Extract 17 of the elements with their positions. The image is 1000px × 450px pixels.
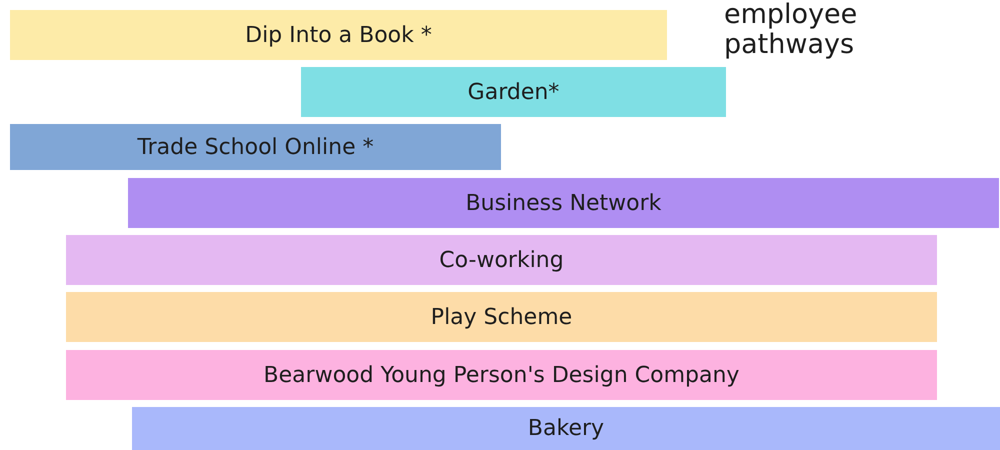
timeline-bar xyxy=(128,178,999,228)
bar-label: Co-working xyxy=(439,248,564,272)
bar-label: Dip Into a Book * xyxy=(245,22,432,48)
bar-label: Play Scheme xyxy=(430,304,572,330)
heading-note: employee pathways xyxy=(724,0,858,60)
bar-label: Garden* xyxy=(468,80,560,104)
timeline-bar xyxy=(66,235,937,285)
timeline-bar xyxy=(66,292,937,342)
timeline-bar xyxy=(66,350,937,400)
bar-label: Bearwood Young Person's Design Company xyxy=(264,362,740,388)
timeline-bar xyxy=(10,124,501,170)
timeline-bar xyxy=(301,67,726,117)
bar-label: Trade School Online * xyxy=(137,134,374,160)
timeline-bar xyxy=(10,10,667,60)
bar-label: Bakery xyxy=(528,416,604,441)
timeline-bar xyxy=(132,407,1000,450)
bar-label: Business Network xyxy=(466,190,662,216)
